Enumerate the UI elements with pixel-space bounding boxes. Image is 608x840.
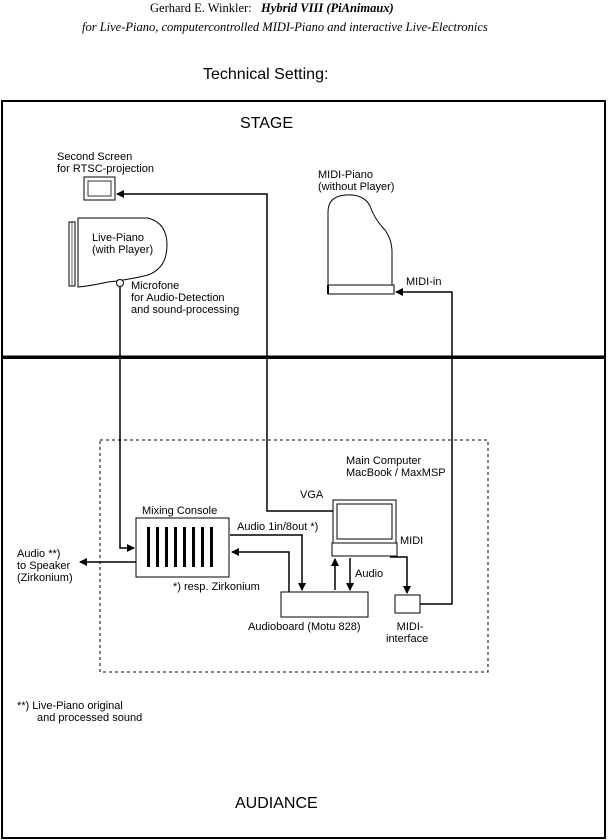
second-screen-label: Second Screen for RTSC-projection: [57, 151, 154, 175]
microphone-icon: [116, 279, 124, 287]
work-title: Hybrid VIII (PiAnimaux): [261, 1, 394, 15]
stage-label: STAGE: [240, 115, 294, 132]
page-title: Technical Setting:: [203, 66, 329, 83]
midi-label: MIDI: [400, 535, 424, 547]
audio-label: Audio: [355, 568, 384, 580]
speaker-label: Audio **) to Speaker (Zirkonium): [17, 548, 73, 584]
resp-zirkonium-note: *) resp. Zirkonium: [173, 581, 260, 593]
midi-interface-label: MIDI- interface: [386, 621, 429, 645]
live-piano-label: Live-Piano (with Player): [92, 232, 154, 256]
main-computer-label: Main Computer MacBook / MaxMSP: [346, 455, 446, 479]
main-computer-icon: [331, 499, 398, 557]
live-piano-icon: [68, 217, 168, 288]
mixing-console-label: Mixing Console: [142, 505, 218, 517]
audio-channels-label: Audio 1in/8out *): [237, 521, 319, 533]
header-line: Gerhard E. Winkler: Hybrid VIII (PiAnima…: [150, 1, 394, 16]
vga-label: VGA: [300, 489, 324, 501]
control-zone: [99, 439, 489, 673]
connections: [79, 190, 453, 605]
audioboard-label: Audioboard (Motu 828): [248, 621, 361, 633]
footnote: **) Live-Piano original and processed so…: [17, 700, 143, 724]
audioboard-icon: [280, 591, 369, 618]
midi-in-label: MIDI-in: [406, 276, 442, 288]
midi-interface-icon: [394, 594, 421, 614]
subtitle: for Live-Piano, computercontrolled MIDI-…: [82, 20, 488, 34]
mixing-console-icon: [135, 517, 230, 578]
second-screen-icon: [83, 176, 116, 201]
microfone-label: Microfone for Audio-Detection and sound-…: [131, 280, 240, 316]
audience-label: AUDIANCE: [235, 795, 318, 812]
midi-piano-icon: [327, 194, 395, 295]
author: Gerhard E. Winkler:: [150, 1, 252, 15]
midi-piano-label: MIDI-Piano (without Player): [318, 169, 395, 193]
